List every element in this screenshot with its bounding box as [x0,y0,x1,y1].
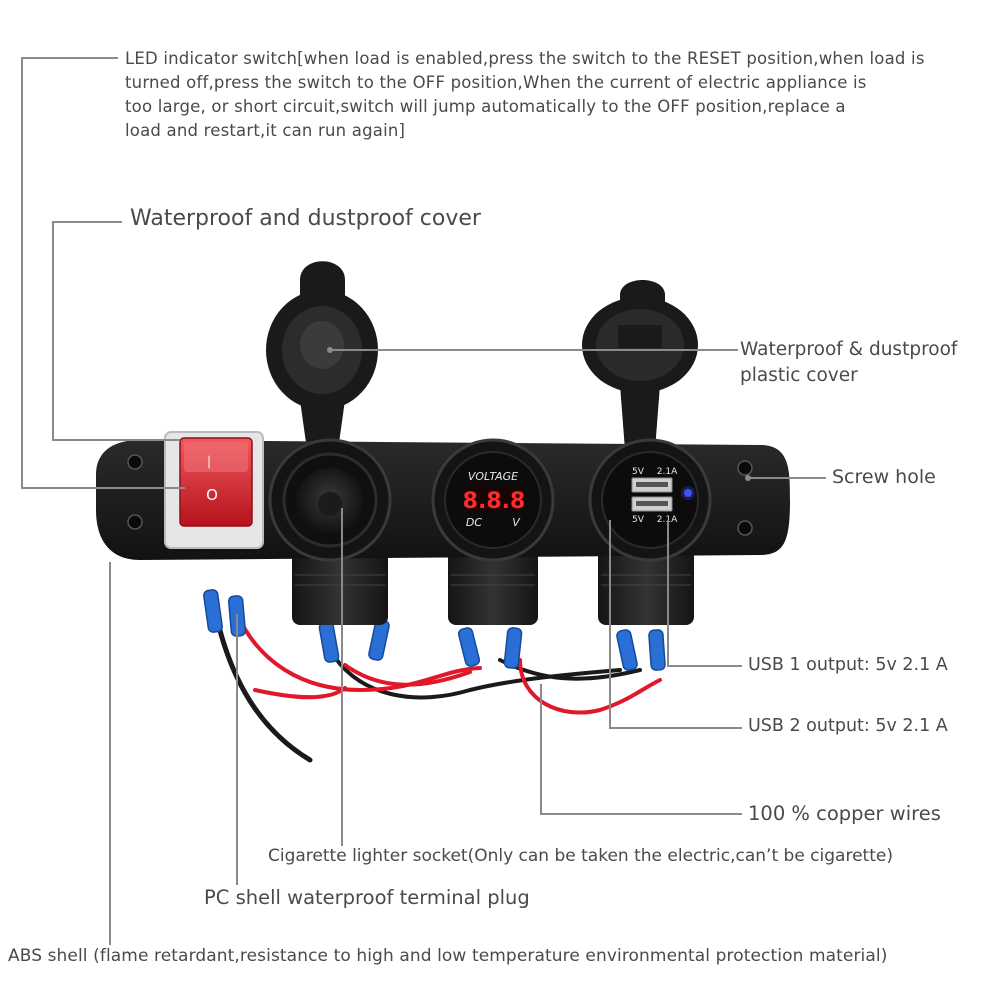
red-wire [343,663,472,687]
leader-usb1 [667,520,742,667]
voltmeter-dc-label: DC [466,516,482,529]
leader-lines [21,57,826,945]
wires [212,607,662,763]
label-led-line: LED indicator switch[when load is enable… [125,49,925,68]
black-wire [212,607,313,763]
leader-usb2 [609,520,742,729]
red-wire [238,618,482,693]
led-indicator-switch: — O [164,431,264,549]
leader-cover [52,221,180,441]
label-plastic-line: plastic cover [740,365,858,386]
terminal-plug [318,621,340,663]
screw-hole [737,460,753,476]
voltmeter-reading: 8.8.8 [463,489,526,514]
leader-led-switch [21,57,185,489]
label-led-line: turned off,press the switch to the OFF p… [125,73,867,92]
label-usb2: USB 2 output: 5v 2.1 A [748,716,948,736]
label-copper-wires: 100 % copper wires [748,802,941,825]
usb-bottom-voltage: 5V [632,515,645,525]
label-led-line: too large, or short circuit,switch will … [125,97,846,116]
red-wire [253,686,347,700]
label-cover: Waterproof and dustproof cover [130,206,481,231]
label-usb1: USB 1 output: 5v 2.1 A [748,655,948,675]
usb-led-indicator [684,489,692,497]
label-led-switch: LED indicator switch[when load is enable… [125,47,975,143]
red-wire [518,658,662,715]
usb-charger: 5V 2.1A 5V 2.1A [588,438,712,562]
label-plastic-line: Waterproof & dustproof [740,339,958,360]
usb-top-voltage: 5V [632,467,645,477]
socket-bodies [292,545,694,625]
terminal-plug [203,589,223,633]
voltmeter-title: VOLTAGE [468,470,518,483]
terminal-plug [368,619,390,661]
terminal-plug [503,627,523,669]
switch-on-symbol: — [201,455,217,469]
cigarette-lighter-socket [268,438,392,562]
screw-hole [127,514,143,530]
voltmeter-v-label: V [512,516,521,529]
screw-holes [127,454,753,536]
label-pc-shell: PC shell waterproof terminal plug [204,886,530,909]
terminal-plug [616,629,638,671]
switch-off-symbol: O [206,486,218,504]
usb-top-current: 2.1A [657,467,678,477]
label-cigarette-socket: Cigarette lighter socket(Only can be tak… [268,846,893,866]
waterproof-cover-left [266,261,378,450]
screw-hole [127,454,143,470]
label-abs-shell: ABS shell (flame retardant,resistance to… [8,946,888,966]
terminal-plug [457,627,481,667]
waterproof-cover-right [582,280,698,450]
label-led-line: load and restart,it can run again] [125,121,406,140]
leader-copper [540,684,742,815]
label-plastic-cover: Waterproof & dustproof plastic cover [740,337,957,389]
leader-dots [327,347,751,481]
label-screw-hole: Screw hole [832,466,936,488]
voltmeter: VOLTAGE 8.8.8 DC V [431,438,555,562]
terminal-plug [648,629,666,671]
black-wire [328,648,622,700]
screw-hole [737,520,753,536]
